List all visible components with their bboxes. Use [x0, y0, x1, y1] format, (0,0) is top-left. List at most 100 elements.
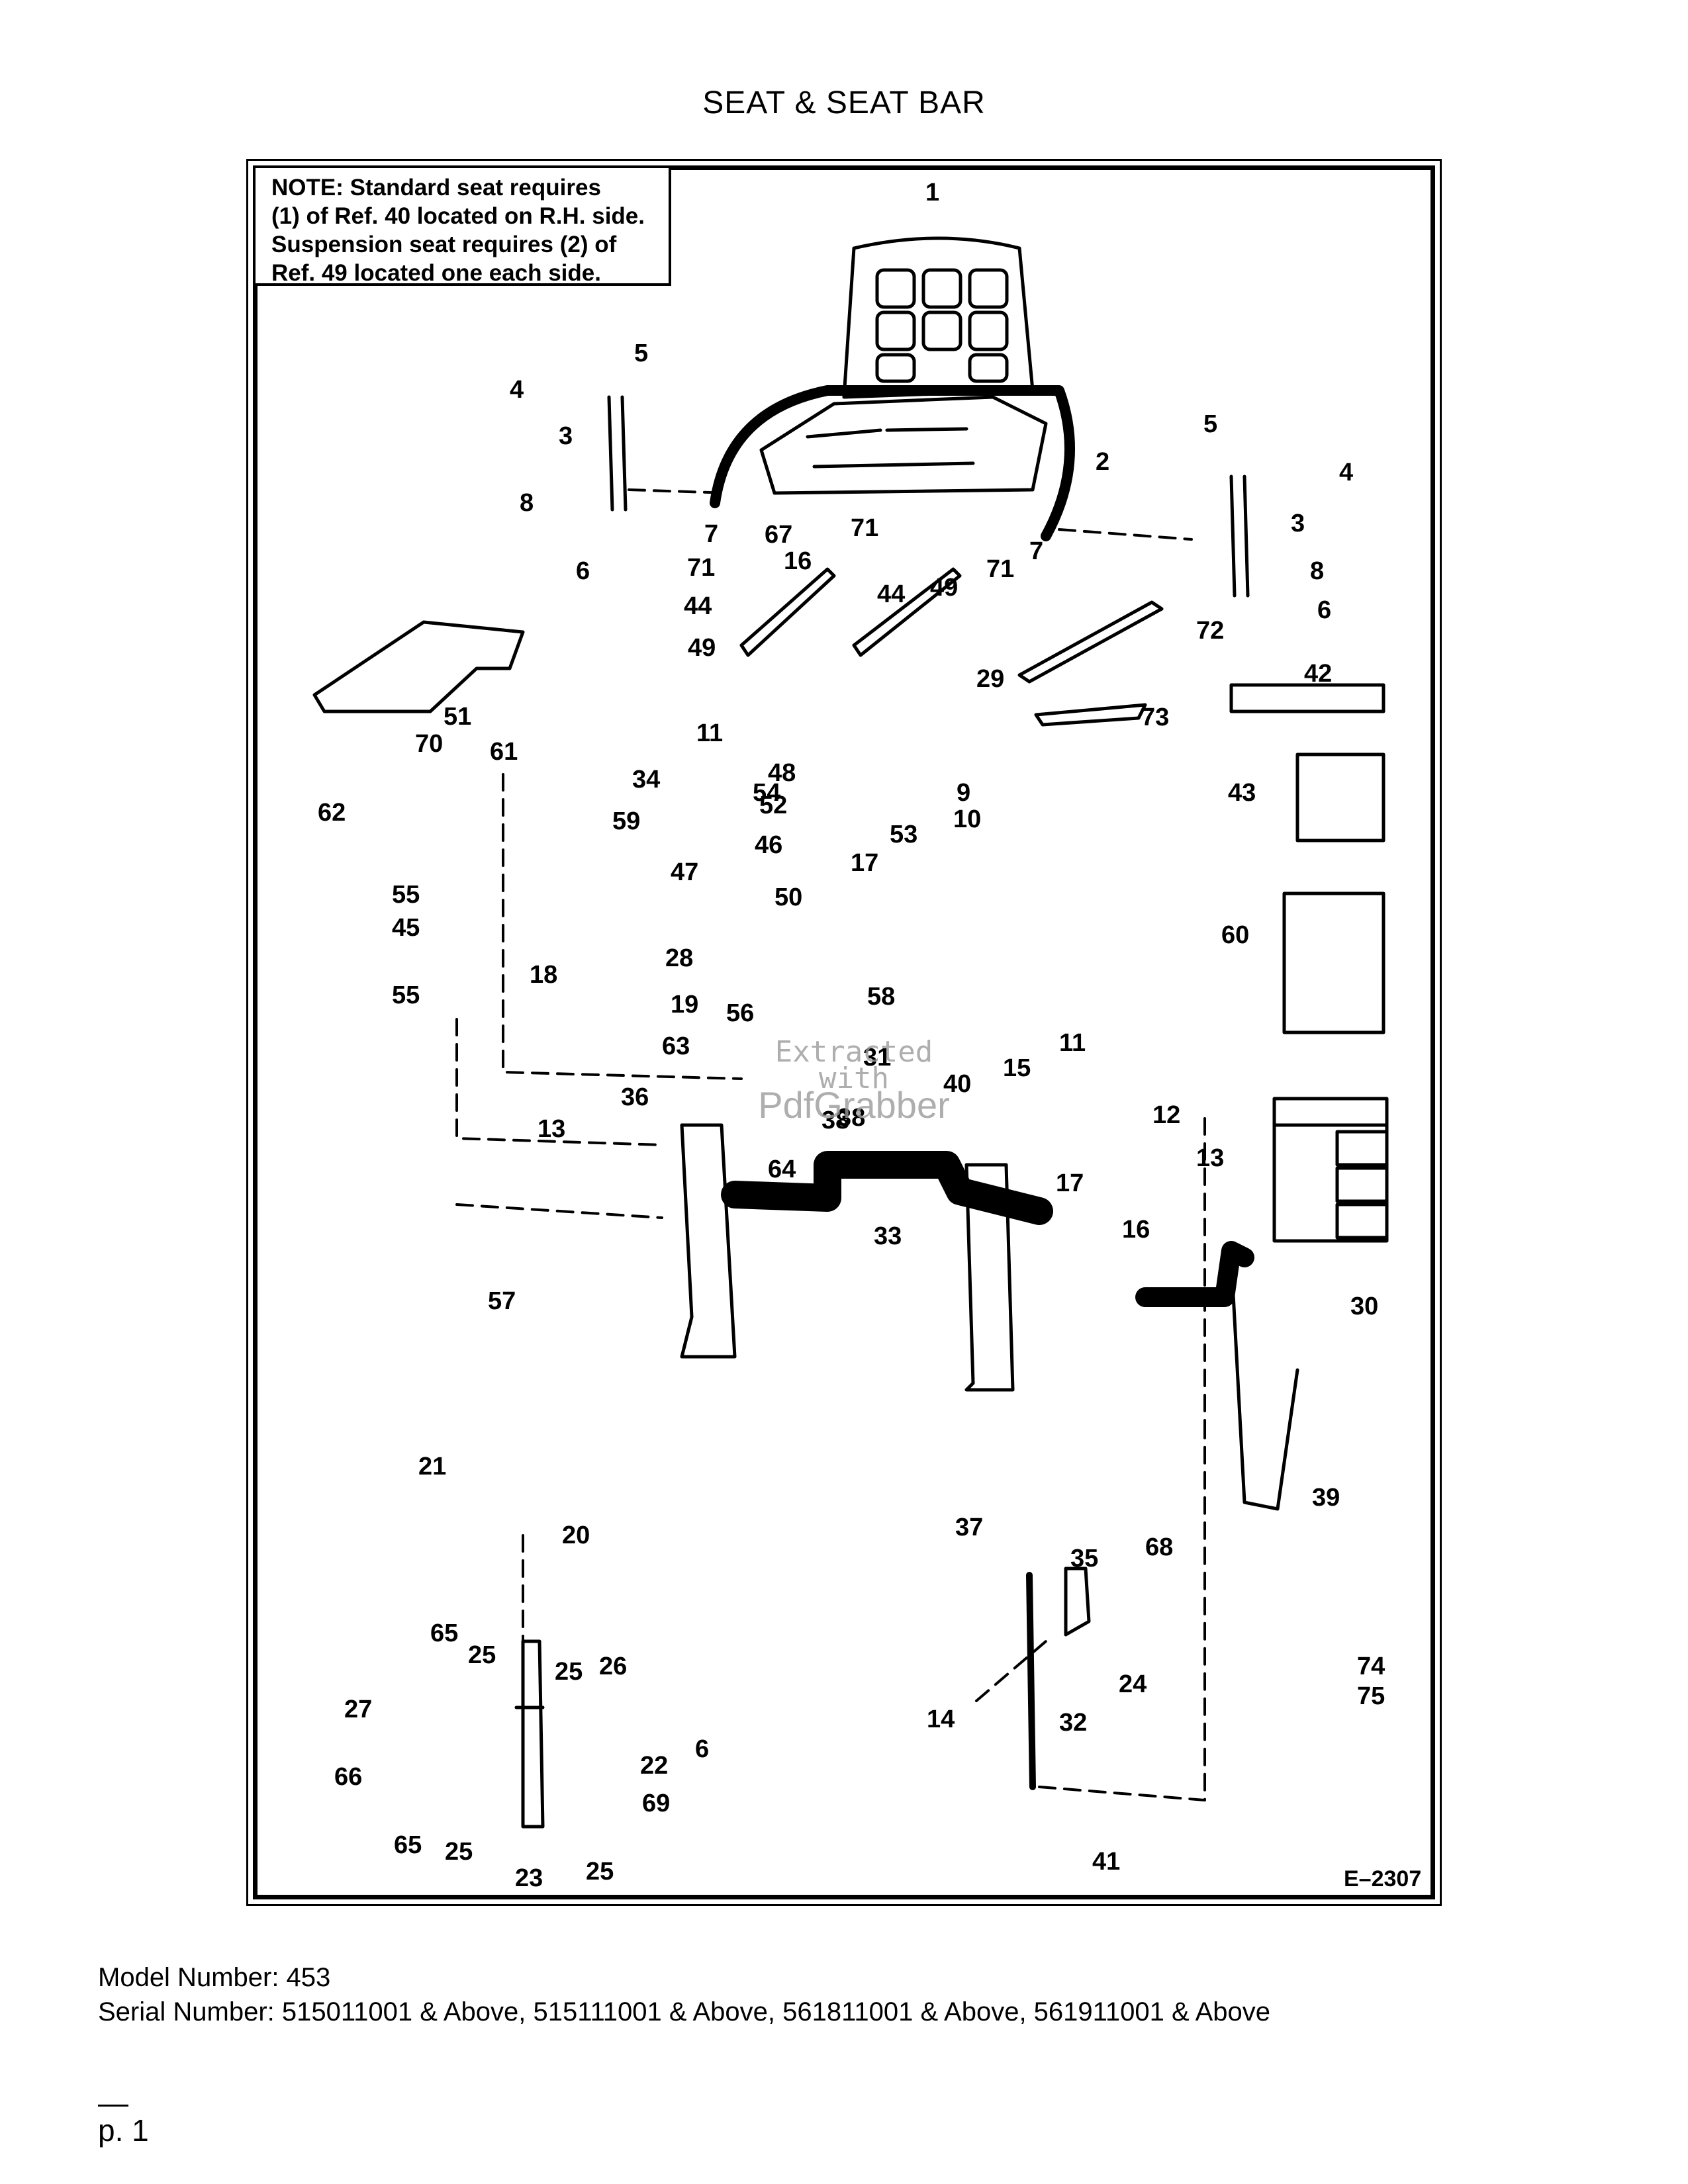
callout-label: 14 [927, 1706, 955, 1733]
callout-label: 26 [599, 1653, 627, 1680]
footer-rule [98, 2105, 128, 2107]
callout-label: 29 [976, 665, 1004, 693]
callout-label: 48 [768, 759, 796, 787]
callout-label: 55 [392, 881, 420, 909]
callout-label: 27 [344, 1696, 372, 1723]
pdfgrabber-watermark: Extracted with PdfGrabber [735, 1035, 973, 1126]
callout-label: 7 [704, 520, 718, 548]
model-number: Model Number: 453 [98, 1963, 331, 1992]
callout-label: 58 [867, 983, 895, 1011]
callout-label: 4 [1339, 459, 1353, 486]
callout-label: 51 [444, 703, 471, 731]
seat-cushion [759, 395, 1048, 495]
seat-bar [680, 1123, 1053, 1392]
callout-label: 68 [1145, 1533, 1173, 1561]
callout-label: 60 [1221, 921, 1249, 949]
callout-label: 25 [468, 1641, 496, 1669]
callout-label: 46 [755, 831, 782, 859]
callout-label: 50 [774, 884, 802, 911]
callout-label: 19 [671, 991, 698, 1019]
callout-label: 70 [415, 730, 443, 758]
callout-label: 18 [530, 961, 557, 989]
callout-label: 25 [555, 1658, 583, 1686]
callout-label: 5 [1203, 410, 1217, 438]
callout-label: 2 [1096, 448, 1109, 476]
watermark-line: Extracted [774, 1035, 933, 1069]
serial-number: Serial Number: 515011001 & Above, 515111… [98, 1997, 1271, 2026]
callout-label: 28 [665, 944, 693, 972]
page-number: p. 1 [98, 2113, 149, 2148]
seat-bar-right-arm [1135, 1241, 1299, 1511]
watermark-line: PdfGrabber [758, 1084, 950, 1126]
callout-label: 65 [394, 1831, 422, 1859]
callout-label: 71 [687, 554, 715, 582]
callout-label: 17 [851, 849, 878, 877]
diagram-inner-frame [253, 165, 1435, 1899]
callout-label: 8 [520, 489, 534, 517]
callout-label: 22 [640, 1752, 668, 1780]
callout-label: 61 [490, 738, 518, 766]
callout-label: 38 [821, 1107, 849, 1134]
callout-label: 17 [1056, 1169, 1084, 1197]
callout-label: 42 [1304, 660, 1332, 688]
callout-label: 62 [318, 799, 346, 827]
callout-label: 30 [1350, 1293, 1378, 1320]
callout-label: 20 [562, 1522, 590, 1549]
drawing-number: E–2307 [1344, 1866, 1422, 1891]
seat-pan-plate [312, 620, 525, 713]
callout-label: 3 [1291, 510, 1305, 537]
note-line: Ref. 49 located one each side. [271, 260, 601, 286]
callout-label: 64 [768, 1156, 796, 1183]
callout-label: 6 [695, 1735, 709, 1763]
callout-label: 36 [621, 1083, 649, 1111]
callout-label: 63 [662, 1032, 690, 1060]
callout-label: 43 [1228, 779, 1256, 807]
callout-label: 40 [943, 1070, 971, 1098]
callout-label: 12 [1152, 1101, 1180, 1129]
callout-label: 44 [877, 580, 905, 608]
callout-label: 6 [1317, 596, 1331, 624]
callout-label: 71 [851, 514, 878, 542]
callout-label: 38 [837, 1104, 865, 1132]
callout-label: 16 [784, 547, 812, 575]
callout-label: 4 [510, 376, 524, 404]
callout-label: 56 [726, 999, 754, 1027]
callout-label: 7 [1029, 537, 1043, 565]
callout-label: 13 [1196, 1144, 1224, 1172]
callout-label: 65 [430, 1619, 458, 1647]
callout-label: 53 [890, 821, 917, 848]
callout-label: 32 [1059, 1709, 1087, 1737]
note-box: NOTE: Standard seat requires (1) of Ref.… [253, 165, 671, 286]
callout-label: 10 [953, 805, 981, 833]
callout-label: 15 [1003, 1054, 1031, 1082]
callout-label: 37 [955, 1514, 983, 1541]
callout-label: 49 [930, 574, 958, 602]
callout-label: 47 [671, 858, 698, 886]
callout-label: 33 [874, 1222, 902, 1250]
callout-label: 73 [1141, 704, 1169, 731]
callout-label: 8 [1310, 557, 1324, 585]
callout-label: 66 [334, 1763, 362, 1791]
page-title: SEAT & SEAT BAR [702, 85, 986, 120]
callout-label: 74 [1357, 1653, 1385, 1680]
diagram-outer-frame [246, 159, 1442, 1906]
callout-label: 23 [515, 1864, 543, 1892]
callout-label: 41 [1092, 1848, 1120, 1876]
callout-label: 3 [559, 422, 573, 450]
callout-label: 49 [688, 634, 716, 662]
footer: Model Number: 453 Serial Number: 5150110… [98, 1960, 1270, 2029]
callout-label: 45 [392, 914, 420, 942]
callout-label: 72 [1196, 617, 1224, 645]
callout-label: 25 [586, 1858, 614, 1886]
callout-label: 54 [753, 779, 780, 807]
callout-labels: 1 2 3 3 4 4 5 5 6 6 6 7 7 8 8 9 10 11 11… [318, 179, 1385, 1892]
callout-label: 35 [1070, 1545, 1098, 1572]
callout-label: 6 [576, 557, 590, 585]
callout-label: 75 [1357, 1682, 1385, 1710]
callout-label: 9 [957, 779, 970, 807]
callout-label: 13 [538, 1115, 565, 1143]
callout-label: 59 [612, 807, 640, 835]
callout-label: 25 [445, 1838, 473, 1866]
callout-label: 69 [642, 1790, 670, 1817]
